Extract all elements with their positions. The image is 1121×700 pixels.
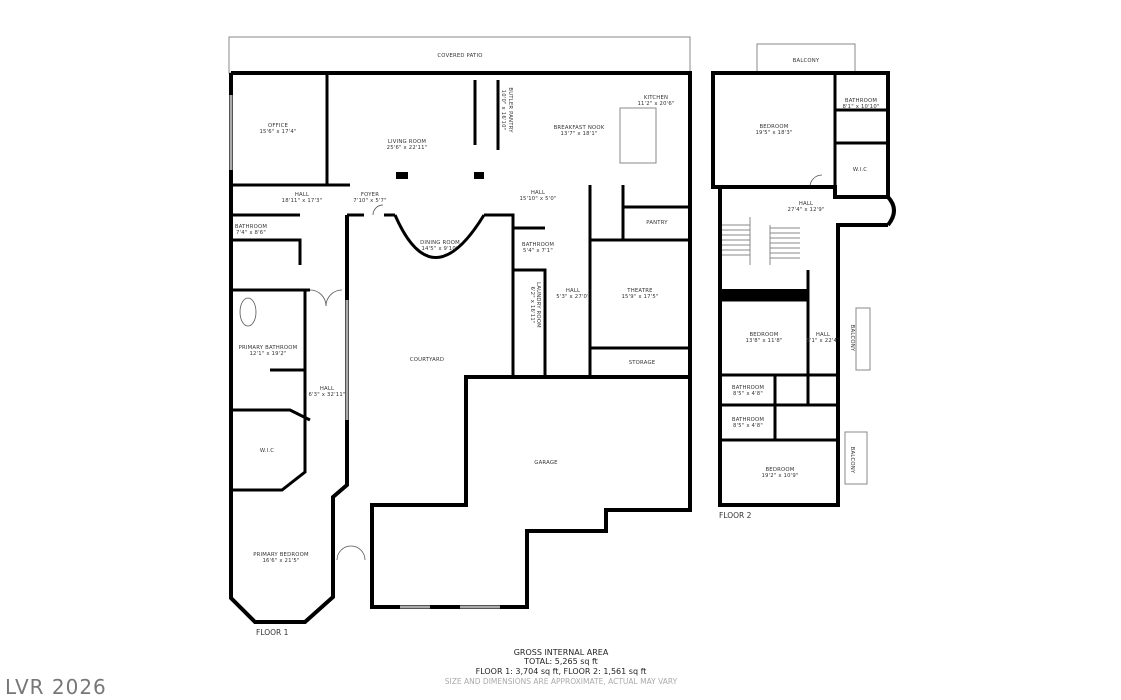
room-name: HALL [320, 386, 334, 392]
room-name: BEDROOM [765, 467, 794, 473]
floor-1-exterior-wall [229, 71, 692, 624]
room-name: BEDROOM [749, 332, 778, 338]
room-name: FOYER [361, 192, 379, 198]
room-dims: 7'4" x 8'6" [236, 230, 266, 236]
room-name: BREAKFAST NOOK [554, 125, 605, 131]
room-dims: 15'10" x 5'0" [519, 196, 556, 202]
room-name: PANTRY [646, 220, 668, 226]
room-dims: 14'5" x 9'10" [421, 246, 458, 252]
room-name: HALL [816, 332, 830, 338]
room-dims: 13'8" x 11'8" [745, 338, 782, 344]
dining-bay-wall [393, 214, 486, 259]
room-dims: 19'5" x 18'3" [755, 130, 792, 136]
room-name: LAUNDRY ROOM [535, 282, 541, 328]
area-summary: GROSS INTERNAL AREA TOTAL: 5,265 sq ft F… [445, 648, 678, 686]
door-swings [309, 174, 823, 561]
room-name: W.I.C [260, 448, 274, 454]
room-name: BATHROOM [235, 224, 267, 230]
summary-title: GROSS INTERNAL AREA [514, 648, 609, 657]
floor-1-interior-walls [231, 73, 690, 492]
room-name: HALL [566, 288, 580, 294]
balcony-mid-outline [855, 307, 871, 371]
summary-disclaimer: SIZE AND DIMENSIONS ARE APPROXIMATE, ACT… [445, 677, 678, 686]
room-name: COURTYARD [410, 357, 444, 363]
room-dims: 18'11" x 17'3" [282, 198, 323, 204]
room-dims: 11'2" x 20'6" [637, 101, 674, 107]
room-name: BATHROOM [732, 417, 764, 423]
column [396, 172, 408, 179]
room-name: BEDROOM [759, 124, 788, 130]
bathtub [239, 297, 257, 327]
watermark: LVR 2026 [5, 675, 107, 699]
room-dims: 6'3" x 32'11" [308, 392, 345, 398]
room-dims: 8'5" x 4'8" [733, 423, 763, 429]
room-dims: 5'3" x 27'0" [556, 294, 590, 300]
room-name: HALL [531, 190, 545, 196]
garage-walls [370, 375, 692, 609]
room-name: OFFICE [268, 123, 289, 129]
room-dims: 8'1" x 10'10" [842, 104, 879, 110]
room-name: BALCONY [849, 447, 855, 474]
room-dims: 13'7" x 18'1" [560, 131, 597, 137]
room-name: BATHROOM [732, 385, 764, 391]
room-name: KITCHEN [644, 95, 668, 101]
room-name: THEATRE [626, 288, 653, 294]
balcony-bottom-outline [844, 431, 868, 485]
room-name: BATHROOM [522, 242, 554, 248]
room-dims: 15'6" x 17'4" [259, 129, 296, 135]
room-name: PRIMARY BATHROOM [239, 345, 298, 351]
room-dims: 12'1" x 19'2" [249, 351, 286, 357]
room-name: HALL [799, 201, 813, 207]
room-dims: 5'4" x 7'1" [523, 248, 553, 254]
room-dims: 6'2" x 16'11" [529, 286, 535, 323]
room-name: PRIMARY BEDROOM [253, 552, 309, 558]
room-labels: COVERED PATIO OFFICE 15'6" x 17'4" LIVIN… [235, 53, 879, 637]
room-name: W.I.C [853, 167, 867, 173]
floor-1-plan [228, 36, 823, 624]
column [474, 172, 484, 179]
summary-floors: FLOOR 1: 3,704 sq ft, FLOOR 2: 1,561 sq … [476, 667, 647, 676]
room-dims: 8'5" x 4'8" [733, 391, 763, 397]
summary-total: TOTAL: 5,265 sq ft [523, 657, 598, 666]
stair-wall-block [720, 289, 808, 300]
floor-2-plan [711, 43, 896, 507]
floor-1-label: FLOOR 1 [256, 628, 289, 637]
kitchen-island [619, 107, 657, 164]
stairs [722, 217, 800, 265]
room-name: LIVING ROOM [388, 139, 426, 145]
room-dims: 16'6" x 21'5" [262, 558, 299, 564]
room-name: GARAGE [534, 460, 558, 466]
room-dims: 19'2" x 10'9" [761, 473, 798, 479]
room-name: BALCONY [849, 325, 855, 352]
room-name: BUTLER PANTRY [507, 87, 513, 133]
room-dims: 25'6" x 22'11" [387, 145, 428, 151]
room-name: BALCONY [793, 58, 820, 64]
room-dims: 15'9" x 17'5" [621, 294, 658, 300]
room-name: BATHROOM [845, 98, 877, 104]
room-name: HALL [295, 192, 309, 198]
room-dims: 10'0" x 16'10" [500, 90, 506, 131]
room-dims: 7'10" x 5'7" [353, 198, 387, 204]
room-dims: 5'1" x 22'4" [806, 338, 840, 344]
room-name: COVERED PATIO [437, 53, 482, 59]
room-name: STORAGE [629, 360, 656, 366]
room-name: DINING ROOM [420, 240, 460, 246]
room-dims: 27'4" x 12'9" [787, 207, 824, 213]
floor-2-label: FLOOR 2 [719, 511, 752, 520]
